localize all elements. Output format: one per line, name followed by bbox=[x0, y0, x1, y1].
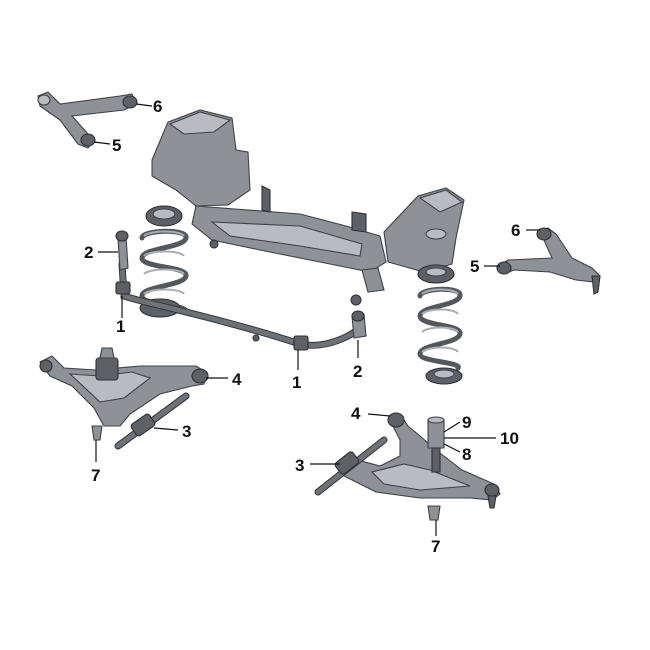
callout-7-left: 7 bbox=[91, 466, 100, 485]
callout-8-right: 8 bbox=[462, 445, 471, 464]
callout-2-left: 2 bbox=[84, 243, 93, 262]
front-subframe bbox=[151, 109, 465, 342]
coil-spring-right bbox=[417, 264, 463, 385]
callout-5-left: 5 bbox=[112, 136, 121, 155]
callout-labels: 6 5 2 1 6 5 1 2 4 3 7 4 9 10 8 3 7 bbox=[84, 97, 520, 556]
leader-lines bbox=[93, 103, 540, 536]
lower-control-arm-right bbox=[314, 412, 501, 521]
callout-1-left: 1 bbox=[116, 317, 125, 336]
callout-2-center: 2 bbox=[353, 362, 362, 381]
callout-7-right: 7 bbox=[431, 537, 440, 556]
callout-4-right: 4 bbox=[351, 404, 361, 423]
upper-control-arm-right bbox=[496, 227, 601, 295]
callout-6-left: 6 bbox=[153, 97, 162, 116]
callout-4-left: 4 bbox=[232, 370, 242, 389]
callout-3-right: 3 bbox=[295, 456, 304, 475]
callout-9-right: 9 bbox=[462, 413, 471, 432]
callout-6-right: 6 bbox=[511, 221, 520, 240]
lower-control-arm-left bbox=[39, 347, 209, 450]
upper-control-arm-left bbox=[37, 91, 138, 149]
callout-10-right: 10 bbox=[500, 429, 519, 448]
coil-spring-left bbox=[139, 205, 189, 318]
stabilizer-bar bbox=[115, 230, 367, 351]
callout-5-right: 5 bbox=[470, 257, 479, 276]
callout-3-left: 3 bbox=[182, 422, 191, 441]
callout-1-center: 1 bbox=[292, 373, 301, 392]
